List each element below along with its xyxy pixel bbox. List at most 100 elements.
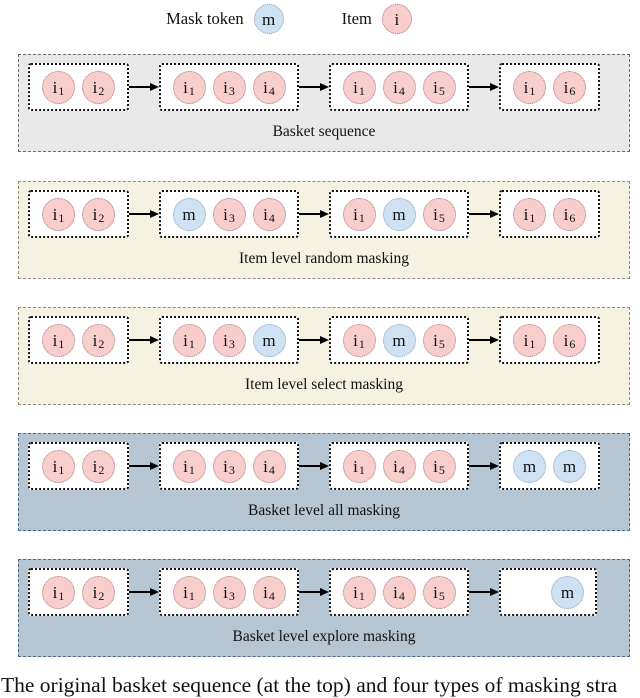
- arrow-icon: [129, 462, 159, 470]
- token-subscript: 1: [58, 84, 65, 98]
- token-subscript: 3: [228, 337, 235, 351]
- arrow-icon: [129, 588, 159, 596]
- arrow-head: [490, 336, 499, 344]
- arrow-icon: [129, 336, 159, 344]
- token-subscript: 4: [268, 463, 275, 477]
- token-subscript: 1: [358, 463, 365, 477]
- item-legend-icon: i: [381, 4, 412, 34]
- arrow-icon: [299, 588, 329, 596]
- token-subscript: 5: [438, 337, 445, 351]
- arrow-line: [299, 86, 320, 88]
- token-subscript: 1: [58, 463, 65, 477]
- token-subscript: 2: [98, 463, 105, 477]
- token-subscript: 5: [438, 589, 445, 603]
- token-subscript: 3: [228, 589, 235, 603]
- mask-token-legend-icon: m: [253, 4, 284, 34]
- row-label: Basket level explore masking: [232, 628, 416, 645]
- arrow-line: [129, 339, 150, 341]
- token-subscript: 2: [98, 84, 105, 98]
- mask-token-legend-label: Mask token: [166, 9, 244, 28]
- token-subscript: 1: [529, 337, 536, 351]
- figure-caption: The original basket sequence (at the top…: [1, 673, 618, 697]
- arrow-line: [129, 86, 150, 88]
- arrow-line: [469, 591, 490, 593]
- token-subscript: 2: [98, 589, 105, 603]
- arrow-head: [320, 336, 329, 344]
- arrow-line: [299, 339, 320, 341]
- token-subscript: 1: [58, 337, 65, 351]
- token-subscript: 1: [188, 84, 195, 98]
- row-label: Basket sequence: [272, 123, 376, 140]
- token-subscript: 4: [398, 84, 405, 98]
- token-subscript: 6: [569, 211, 576, 225]
- arrow-icon: [129, 83, 159, 91]
- token-subscript: 3: [228, 84, 235, 98]
- arrow-icon: [469, 588, 499, 596]
- arrow-head: [490, 462, 499, 470]
- token-subscript: 6: [569, 337, 576, 351]
- mask-token: m: [551, 575, 584, 609]
- basket-4: m: [499, 568, 597, 616]
- item-legend-label: Item: [341, 9, 372, 28]
- row-label: Item level random masking: [238, 250, 410, 267]
- token-subscript: 6: [569, 84, 576, 98]
- arrow-head: [490, 588, 499, 596]
- arrow-line: [469, 465, 490, 467]
- token-subscript: 4: [268, 84, 275, 98]
- token-subscript: 4: [398, 463, 405, 477]
- arrow-head: [150, 588, 159, 596]
- token-subscript: 2: [98, 337, 105, 351]
- arrow-head: [320, 83, 329, 91]
- arrow-line: [469, 86, 490, 88]
- token-subscript: 1: [188, 337, 195, 351]
- arrow-icon: [299, 210, 329, 218]
- arrow-icon: [299, 462, 329, 470]
- token-subscript: 5: [438, 211, 445, 225]
- mask-token: m: [382, 197, 416, 231]
- mask-token: m: [382, 323, 416, 357]
